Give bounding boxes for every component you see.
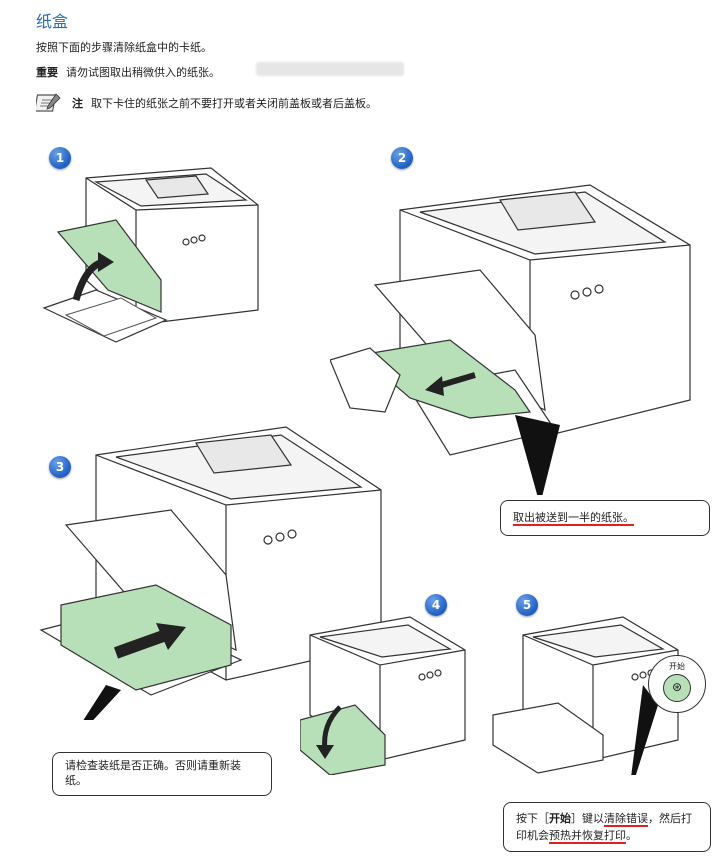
note-text: 取下卡住的纸张之前不要打开或者关闭前盖板或者后盖板。 bbox=[91, 97, 377, 110]
note-line: 注 取下卡住的纸张之前不要打开或者关闭前盖板或者后盖板。 bbox=[36, 92, 377, 114]
step-badge-1: 1 bbox=[49, 147, 71, 169]
callout-step5-underline2: 预热并恢复打印 bbox=[549, 829, 626, 842]
step-badge-4: 4 bbox=[425, 594, 447, 616]
callout-step5-key: 开始 bbox=[549, 812, 571, 825]
start-icon[interactable]: ⊛ bbox=[663, 674, 691, 702]
intro-text: 按照下面的步骤清除纸盒中的卡纸。 bbox=[36, 41, 212, 54]
important-line: 重要请勿试图取出稍微供入的纸张。 bbox=[36, 64, 220, 80]
start-button-label: 开始 bbox=[669, 662, 685, 671]
note-label: 注 bbox=[72, 97, 83, 110]
step-badge-5: 5 bbox=[516, 594, 538, 616]
callout-step5-prefix: 按下［ bbox=[516, 812, 549, 825]
printer-illustration-step2 bbox=[330, 184, 691, 495]
callout-step5-underline1: 清除错误 bbox=[604, 812, 648, 825]
callout-step3: 请检查装纸是否正确。否则请重新装纸。 bbox=[52, 752, 272, 796]
important-label: 重要 bbox=[36, 66, 58, 79]
callout-step2-text: 取出被送到一半的纸张。 bbox=[513, 511, 634, 524]
printer-illustration-step4 bbox=[300, 616, 466, 775]
redacted-text bbox=[256, 62, 404, 76]
callout-step3-text: 请检查装纸是否正确。否则请重新装纸。 bbox=[65, 759, 241, 787]
start-button-zoom: 开始 ⊛ bbox=[648, 655, 706, 713]
callout-step2: 取出被送到一半的纸张。 bbox=[500, 500, 710, 536]
callout-step5: 按下［开始］键以清除错误，然后打印机会预热并恢复打印。 bbox=[503, 802, 711, 852]
printer-illustration-step1 bbox=[42, 167, 259, 343]
callout-step5-mid2: ，然后打印机会 bbox=[516, 812, 692, 842]
step-badge-3: 3 bbox=[49, 456, 71, 478]
important-text: 请勿试图取出稍微供入的纸张。 bbox=[66, 66, 220, 79]
note-icon bbox=[36, 93, 61, 112]
page-title: 纸盒 bbox=[36, 12, 69, 31]
callout-step5-end: 。 bbox=[626, 829, 637, 842]
printer-illustration-step5 bbox=[492, 616, 679, 775]
printer-illustration-step3 bbox=[39, 426, 382, 720]
step-badge-2: 2 bbox=[391, 147, 413, 169]
callout-step5-mid: ］键以 bbox=[571, 812, 604, 825]
